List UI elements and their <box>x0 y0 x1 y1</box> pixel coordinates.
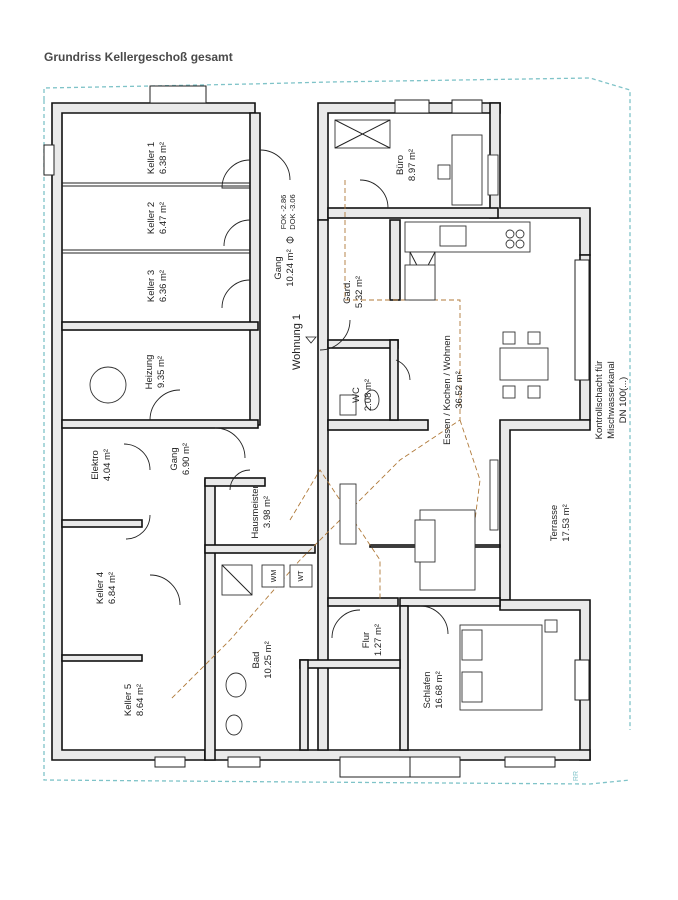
room-label-heizung: Heizung9.35 m² <box>144 355 167 390</box>
room-label-gang2: Gang6.90 m² <box>169 443 192 475</box>
wohnung-label: Wohnung 1 <box>291 314 303 370</box>
rr-label: RR <box>573 771 580 781</box>
windows <box>43 85 590 778</box>
room-label-keller3: Keller 36.36 m² <box>146 270 169 302</box>
room-label-elektro: Elektro4.04 m² <box>90 449 113 481</box>
kontrollschacht-label: Kontrollschacht fürMischwasserkanalDN 10… <box>594 361 629 440</box>
room-label-essen: Essen / Kochen / Wohnen36.52 m² <box>442 335 465 445</box>
room-label-gard: Gard.5.32 m² <box>342 276 365 308</box>
doors <box>123 149 449 639</box>
room-label-gang1: Gang10.24 m² <box>273 249 296 287</box>
room-label-schlafen: Schlafen16.68 m² <box>422 671 445 709</box>
fok-label: FOK -2.86 <box>279 195 288 230</box>
room-label-keller2: Keller 26.47 m² <box>146 202 169 234</box>
room-label-keller4: Keller 46.84 m² <box>95 572 118 604</box>
level-marker-icon <box>286 236 317 344</box>
room-label-hausmeister: Hausmeister3.98 m² <box>250 485 273 538</box>
partitions <box>61 182 501 751</box>
site-guide-lines <box>43 77 631 785</box>
wt-label: WT <box>298 570 305 582</box>
room-label-bad: Bad10.25 m² <box>251 641 274 679</box>
room-label-wc: WC2.08 m² <box>351 379 374 411</box>
wm-label: WM <box>271 570 278 583</box>
dok-label: DOK -3.06 <box>288 194 297 229</box>
room-label-terrasse: Terrasse17.53 m² <box>549 504 572 542</box>
room-label-flur: Flur1.27 m² <box>361 624 384 656</box>
room-label-keller1: Keller 16.38 m² <box>146 142 169 174</box>
page-title: Grundriss Kellergeschoß gesamt <box>44 50 233 64</box>
furniture <box>89 119 558 736</box>
room-label-keller5: Keller 58.64 m² <box>123 684 146 716</box>
room-labels: Keller 16.38 m² Keller 26.47 m² Keller 3… <box>90 142 629 781</box>
room-label-buero: Büro8.97 m² <box>395 149 418 181</box>
